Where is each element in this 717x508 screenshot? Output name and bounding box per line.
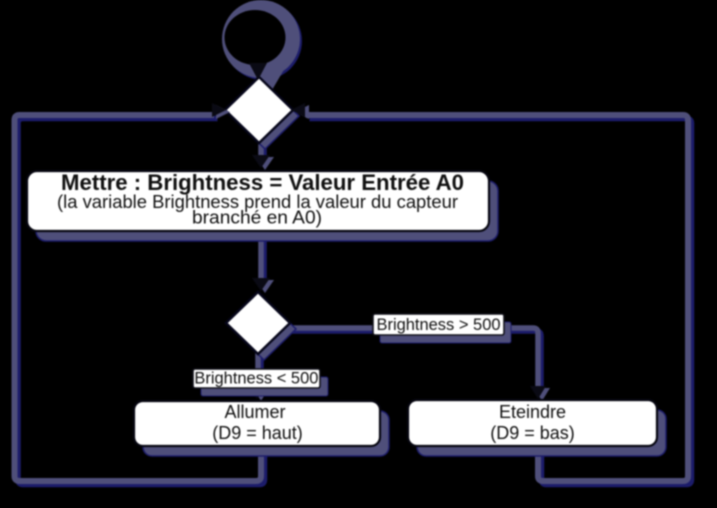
svg-text:Eteindre: Eteindre: [499, 402, 566, 422]
svg-text:(D9 = bas): (D9 = bas): [490, 423, 575, 443]
svg-text:Allumer: Allumer: [224, 402, 285, 422]
svg-text:branché en A0): branché en A0): [192, 207, 322, 228]
svg-text:Mettre : Brightness = Valeur E: Mettre : Brightness = Valeur Entrée A0: [61, 170, 464, 195]
svg-text:Brightness > 500: Brightness > 500: [377, 316, 501, 334]
svg-text:(D9 = haut): (D9 = haut): [212, 423, 303, 443]
svg-text:(la variable Brightness prend: (la variable Brightness prend la valeur …: [57, 191, 458, 212]
svg-text:Brightness < 500: Brightness < 500: [194, 370, 318, 388]
